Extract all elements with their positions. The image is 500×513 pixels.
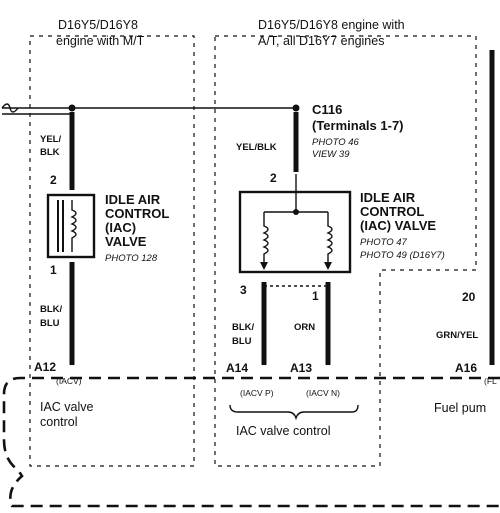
at-header-line2: A/T, all D16Y7 engines: [258, 34, 384, 48]
right-ecm-pin-n: A13: [290, 361, 312, 375]
mt-header-line1: D16Y5/D16Y8: [58, 18, 138, 32]
right-pin-1: 1: [312, 289, 319, 303]
connector-view: VIEW 39: [312, 149, 350, 160]
right-ecm-pin-p: A14: [226, 361, 248, 375]
signal-group-brace: [229, 404, 359, 421]
right-signal-n: (IACV N): [306, 388, 340, 398]
right-valve-photo1: PHOTO 47: [360, 237, 408, 248]
splice-point-left: [68, 104, 76, 112]
left-wire-top-label2: BLK: [40, 147, 60, 158]
left-iac-valve-symbol: [46, 193, 96, 259]
right-wire-p-label1: BLK/: [232, 322, 255, 333]
connector-terminals: (Terminals 1-7): [312, 118, 404, 133]
left-valve-title-2: CONTROL: [105, 206, 169, 221]
right-wire-p-label2: BLU: [232, 336, 252, 347]
at-header-line1: D16Y5/D16Y8 engine with: [258, 18, 405, 32]
right-valve-title-2: CONTROL: [360, 204, 424, 219]
left-wire-top-label1: YEL/: [40, 134, 61, 145]
fuel-pin: 20: [462, 290, 476, 304]
left-valve-coil-icon: [70, 200, 77, 252]
left-signal-name: (IACV): [56, 376, 82, 386]
right-valve-arrow-p-icon: [260, 262, 268, 270]
right-pin-3: 3: [240, 283, 247, 297]
right-wire-n-label: ORN: [294, 322, 315, 333]
ecm-boundary: [2, 376, 500, 508]
left-valve-title-3: (IAC): [105, 220, 136, 235]
left-ecm-pin: A12: [34, 360, 56, 374]
right-pin-top: 2: [270, 171, 277, 185]
left-pin-bottom: 1: [50, 263, 57, 277]
left-desc-line2: control: [40, 415, 78, 429]
left-valve-photo: PHOTO 128: [105, 253, 158, 264]
right-valve-coil-p-icon: [262, 212, 269, 264]
connector-photo: PHOTO 46: [312, 137, 360, 148]
right-valve-photo2: PHOTO 49 (D16Y7): [360, 250, 445, 261]
right-desc: IAC valve control: [236, 424, 330, 438]
right-valve-coil-n-icon: [326, 212, 333, 264]
left-desc-line1: IAC valve: [40, 400, 94, 414]
left-valve-title-1: IDLE AIR: [105, 192, 161, 207]
left-valve-title-4: VALVE: [105, 234, 147, 249]
fuel-ecm-pin: A16: [455, 361, 477, 375]
right-iac-valve-symbol: [238, 190, 352, 274]
right-signal-p: (IACV P): [240, 388, 274, 398]
mt-engine-box: [29, 35, 195, 467]
mt-header-line2: engine with M/T: [56, 34, 145, 48]
left-wire-bottom-label2: BLU: [40, 318, 60, 329]
right-wire-top-label: YEL/BLK: [236, 142, 277, 153]
left-pin-top: 2: [50, 173, 57, 187]
fuel-signal: (FL: [484, 376, 497, 386]
connector-name: C116: [312, 102, 342, 117]
splice-point-right: [292, 104, 300, 112]
right-valve-title-1: IDLE AIR: [360, 190, 416, 205]
right-valve-title-3: (IAC) VALVE: [360, 218, 436, 233]
fuel-wire-label: GRN/YEL: [436, 330, 478, 341]
at-engine-box: [214, 35, 477, 467]
fuel-desc: Fuel pum: [434, 401, 486, 415]
left-wire-bottom-label1: BLK/: [40, 304, 63, 315]
right-valve-arrow-n-icon: [324, 262, 332, 270]
